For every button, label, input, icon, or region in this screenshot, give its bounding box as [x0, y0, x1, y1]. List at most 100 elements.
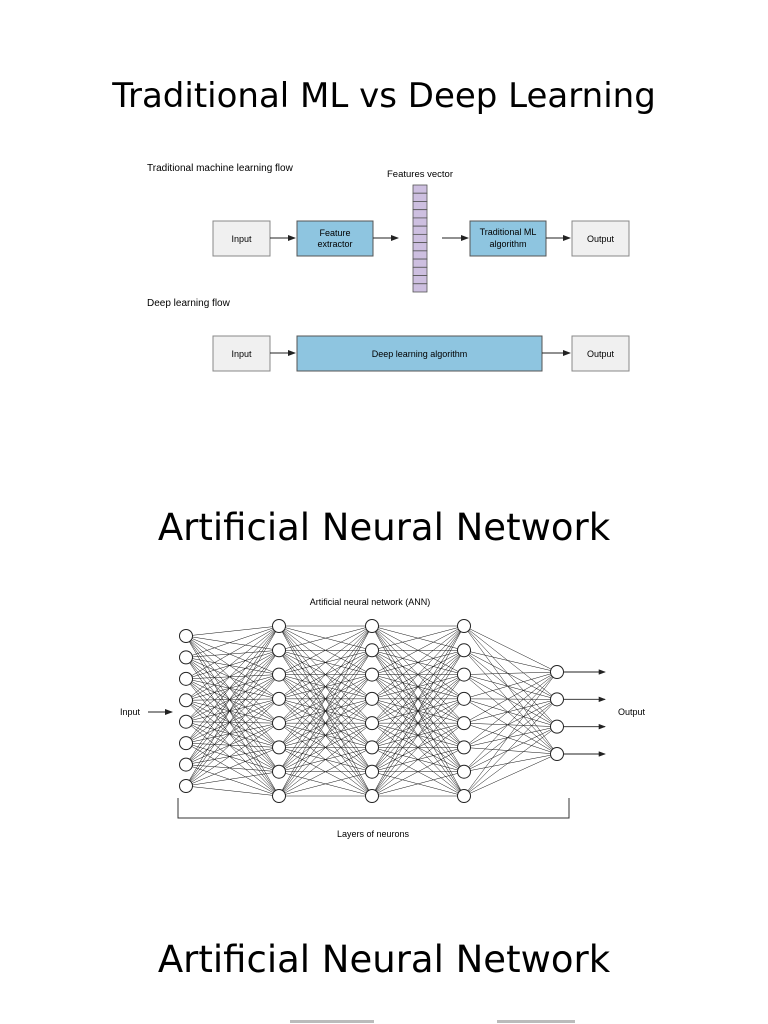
ann-connection	[463, 726, 558, 748]
ann-neuron	[365, 667, 379, 682]
ann-connection	[185, 650, 280, 744]
features-vector-label: Features vector	[387, 169, 453, 180]
ann-connection	[185, 625, 280, 701]
ann-connection	[185, 674, 280, 680]
ann-connection	[463, 726, 558, 797]
ann-connection	[185, 657, 280, 772]
feature-vector-cell	[412, 225, 428, 235]
ann-connection	[185, 674, 280, 701]
ann-connection	[371, 747, 465, 797]
traditional-ml-algorithm-label-1: Traditional ML	[480, 227, 537, 237]
ann-connection	[278, 625, 373, 748]
ann-connection	[185, 771, 280, 787]
ann-connection	[185, 678, 280, 700]
ann-connection	[185, 764, 280, 772]
ann-connection	[185, 700, 280, 797]
ann-connection	[371, 625, 465, 675]
ann-connection	[185, 722, 280, 744]
input-box-label: Input	[231, 234, 252, 244]
ann-neuron	[179, 714, 193, 729]
ann-connection	[185, 635, 280, 675]
ann-connection	[463, 747, 558, 755]
ann-neuron	[179, 650, 193, 665]
ann-connection	[463, 699, 558, 724]
ann-diagram: Artificial neural network (ANN) Input Ou…	[120, 597, 646, 839]
ann-neurons	[179, 619, 564, 803]
layers-bracket	[177, 798, 570, 819]
ann-neuron	[272, 740, 286, 755]
ann-neuron	[365, 764, 379, 779]
ann-connection	[185, 650, 280, 722]
deep-flow-label: Deep learning flow	[147, 298, 231, 309]
ann-connection	[278, 771, 373, 797]
ann-connection	[278, 722, 373, 797]
ann-connection	[463, 699, 558, 772]
feature-vector-cell	[412, 184, 428, 194]
feature-vector-cell	[412, 201, 428, 211]
ann-connection	[185, 650, 280, 658]
ann-connection	[185, 722, 280, 787]
ann-connection	[185, 700, 280, 724]
ann-connection	[185, 635, 280, 724]
ann-neuron	[365, 691, 379, 706]
slide-title-ann: Artificial Neural Network	[157, 506, 611, 549]
ann-input-label: Input	[120, 707, 141, 717]
ann-title: Artificial neural network (ANN)	[310, 597, 431, 607]
ann-neuron	[272, 789, 286, 803]
ann-connection	[278, 650, 373, 797]
ann-connection	[185, 698, 280, 744]
ann-connection	[185, 657, 280, 748]
ann-connection	[185, 674, 280, 787]
ann-connection	[185, 650, 280, 787]
ann-connection	[463, 753, 558, 797]
ann-connection	[463, 674, 558, 700]
ann-connection	[463, 674, 558, 727]
ann-neuron	[272, 716, 286, 731]
ann-neuron	[365, 619, 379, 633]
ann-connection	[463, 671, 558, 724]
ann-neuron	[179, 757, 193, 772]
ann-connection	[463, 650, 558, 727]
ann-neuron	[550, 665, 564, 679]
ann-connection	[185, 700, 280, 748]
ann-neuron	[550, 692, 564, 707]
ann-connection	[371, 674, 465, 797]
ann-connection	[185, 635, 280, 772]
traditional-flow-label: Traditional machine learning flow	[147, 163, 294, 174]
ann-neuron	[365, 716, 379, 731]
layers-label: Layers of neurons	[337, 829, 410, 839]
feature-vector-cell	[412, 266, 428, 276]
ann-connection	[278, 625, 373, 651]
slide-title-ann-2: Artificial Neural Network	[157, 938, 611, 981]
ann-connection	[463, 650, 558, 673]
ann-neuron	[179, 736, 193, 751]
deep-learning-algorithm-label: Deep learning algorithm	[372, 349, 468, 359]
ann-connection	[185, 625, 280, 722]
ann-connection	[185, 698, 280, 722]
ann-connection	[278, 698, 373, 797]
ann-connection	[463, 650, 558, 700]
ann-connection	[185, 747, 280, 765]
ann-connection	[185, 635, 280, 651]
ann-connection	[185, 747, 280, 787]
ann-connection	[463, 671, 558, 675]
output-box	[571, 220, 630, 257]
ann-connection	[185, 650, 280, 765]
ann-connection	[185, 698, 280, 701]
ann-connection	[371, 625, 465, 724]
ann-connection	[463, 722, 558, 755]
ann-connection	[185, 625, 280, 765]
feature-extractor-box	[296, 220, 374, 257]
ann-connection	[278, 747, 373, 797]
ann-connection	[185, 625, 280, 787]
ann-connection	[463, 699, 558, 797]
feature-extractor-label-1: Feature	[319, 228, 350, 238]
ann-connection	[371, 650, 465, 797]
ann-connection	[371, 625, 465, 651]
output-box-label: Output	[587, 234, 615, 244]
ann-neuron	[550, 747, 564, 761]
ann-neuron	[365, 789, 379, 803]
ann-connection	[185, 657, 280, 724]
ann-connection	[185, 700, 280, 772]
ann-connection	[278, 625, 373, 772]
